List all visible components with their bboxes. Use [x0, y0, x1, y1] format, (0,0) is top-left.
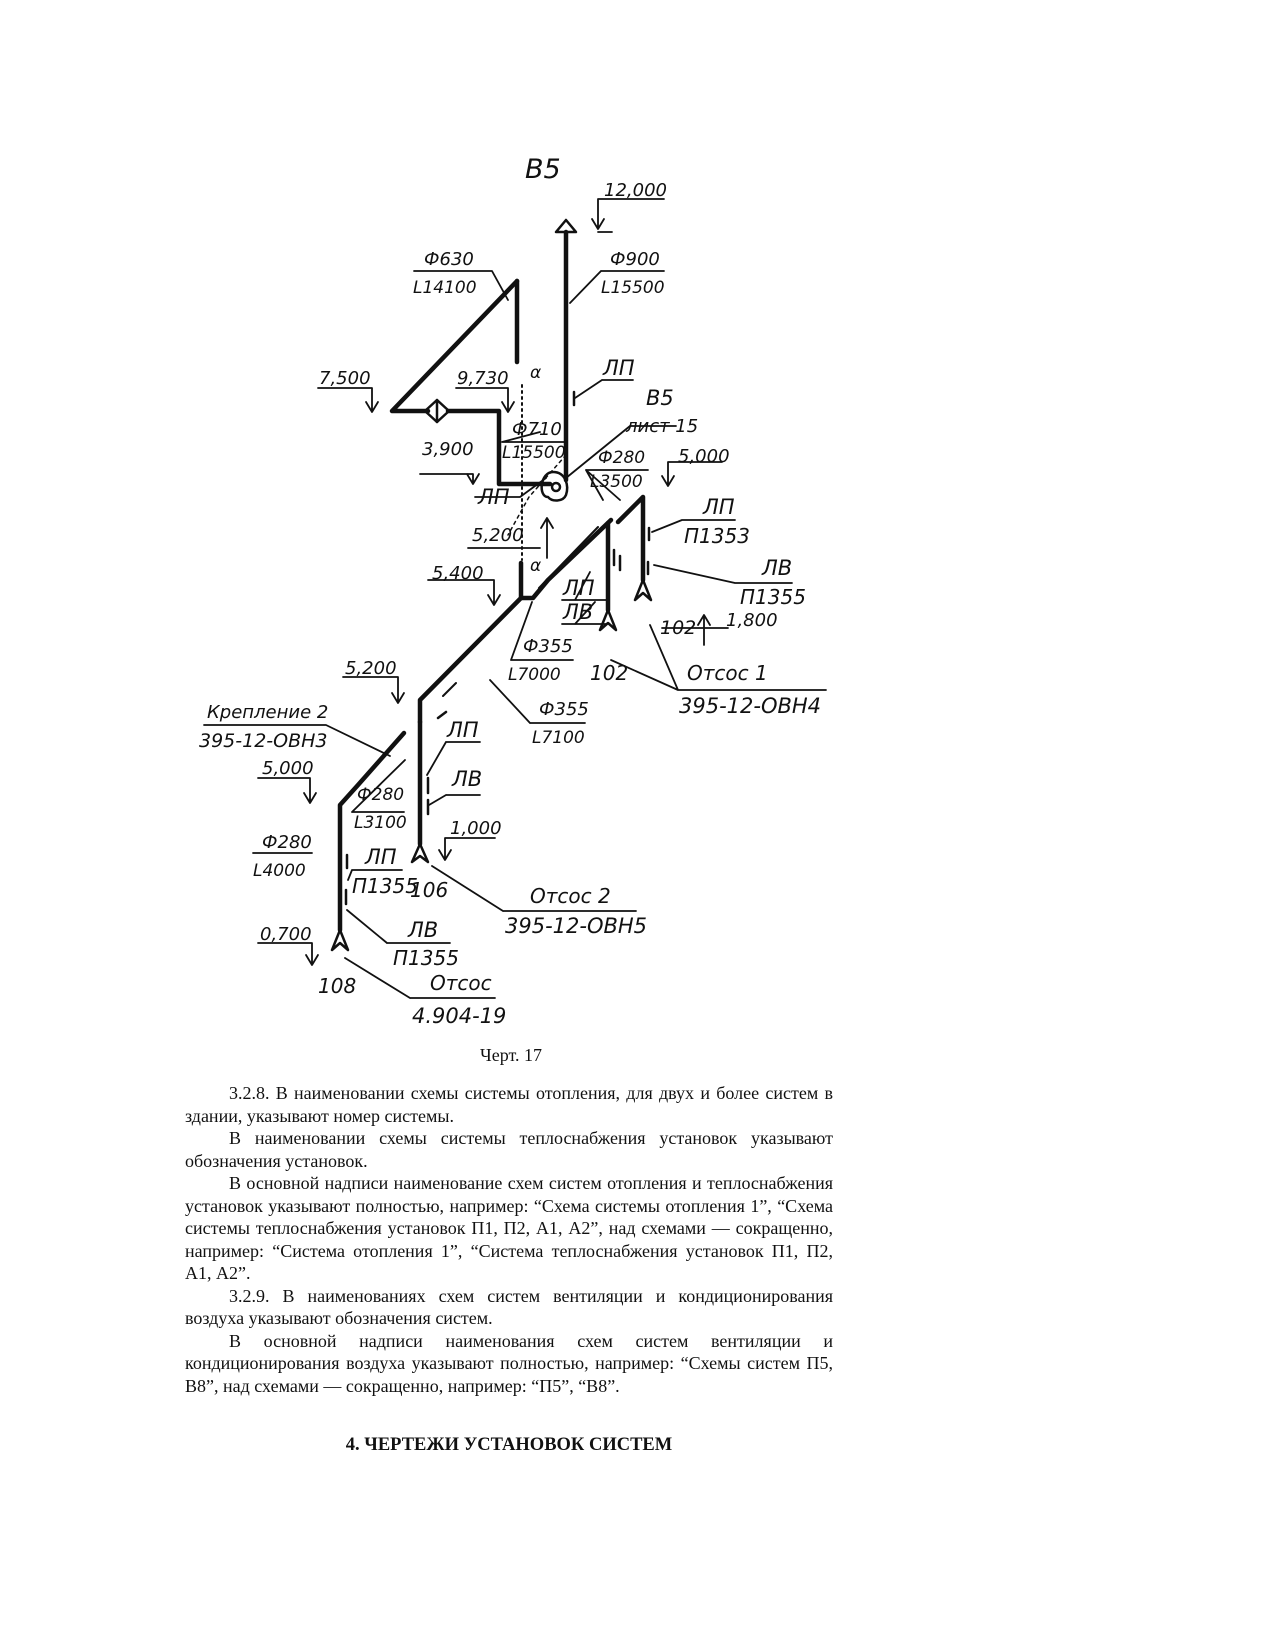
section-heading: 4. ЧЕРТЕЖИ УСТАНОВОК СИСТЕМ: [345, 1435, 673, 1455]
elevation-label: 0,700: [260, 924, 312, 945]
length-label: L7100: [532, 728, 585, 748]
intake-icon: [633, 578, 653, 602]
figure-caption: Черт. 17: [480, 1045, 542, 1065]
node-number-label: 102: [660, 617, 696, 639]
part-code-label: П1355: [352, 874, 418, 898]
duct-lines: [337, 229, 646, 933]
node-number-label: 108: [318, 974, 356, 998]
system-title: В5: [525, 154, 561, 185]
exhaust-label: Отсос: [430, 971, 492, 995]
elevation-label: 1,800: [726, 610, 778, 631]
leader-lines: [203, 198, 827, 999]
diameter-label: Ф280: [262, 832, 312, 853]
exhaust-code-label: 4.904-19: [412, 1004, 506, 1028]
elevation-label: 9,730: [457, 368, 509, 389]
valve-label: ЛВ: [407, 918, 438, 942]
exhaust-code-label: 395-12-ОВН5: [505, 914, 647, 938]
duct-d710: [445, 408, 553, 487]
part-code-label: П1355: [740, 585, 806, 609]
length-label: L3100: [354, 813, 407, 833]
axis-label: α: [530, 556, 541, 576]
elevation-label: 3,900: [422, 439, 474, 460]
damper-icon: [423, 398, 451, 424]
elevation-label: 5,200: [345, 658, 397, 679]
elevation-label: 7,500: [319, 368, 371, 389]
exhaust-arrow-icon: [554, 218, 578, 234]
duct-d280-108: [337, 730, 407, 933]
valve-label: ЛП: [602, 356, 635, 380]
diameter-label: Ф280: [598, 448, 645, 468]
elevation-label: 5,000: [262, 758, 314, 779]
length-label: L4000: [253, 861, 306, 881]
ventilation-schematic: В5 12,000 Ф630 L14100 Ф900 L15500 ЛП 7,5…: [199, 154, 827, 1028]
valve-label: ЛВ: [562, 600, 593, 624]
duct-d355-lower: [417, 595, 524, 725]
diameter-label: Ф355: [523, 636, 573, 657]
valve-label: ЛП: [562, 576, 595, 600]
length-label: L15500: [502, 443, 566, 463]
paragraph: В основной надписи наименования схем сис…: [185, 1330, 833, 1396]
intake-icon: [598, 608, 618, 632]
length-label: L14100: [413, 278, 477, 298]
axis-diagonal: [507, 454, 567, 536]
diameter-label: Ф900: [610, 249, 660, 270]
valve-ticks: [344, 390, 651, 906]
elevation-label: 5,400: [432, 563, 484, 584]
length-label: L15500: [601, 278, 665, 298]
node-number-label: 106: [410, 878, 448, 902]
exhaust-label: Отсос 2: [530, 884, 611, 908]
diameter-label: Ф710: [512, 419, 562, 440]
duct-diagonal-edge: [442, 526, 599, 697]
duct-d280-upper: [615, 494, 646, 583]
drawing-labels: В5 12,000 Ф630 L14100 Ф900 L15500 ЛП 7,5…: [199, 154, 821, 1028]
duct-d630: [389, 278, 520, 414]
valve-label: ЛВ: [761, 556, 792, 580]
valve-label: ЛП: [702, 495, 735, 519]
elevation-label: 5,000: [678, 446, 730, 467]
part-code-label: П1355: [393, 946, 459, 970]
exhaust-code-label: 395-12-ОВН4: [679, 694, 821, 718]
diameter-label: Ф280: [357, 785, 404, 805]
fan-icon: [540, 470, 569, 502]
diameter-label: Ф355: [539, 699, 589, 720]
paragraph: 3.2.8. В наименовании схемы системы отоп…: [185, 1083, 833, 1126]
axis-label: α: [530, 363, 541, 383]
valve-label: ЛП: [364, 845, 397, 869]
paragraph: В наименовании схемы системы теплоснабже…: [185, 1128, 833, 1171]
diameter-label: Ф630: [424, 249, 474, 270]
paragraph: В основной надписи наименование схем сис…: [185, 1173, 833, 1283]
node-number-label: 102: [590, 661, 628, 685]
intake-icon: [330, 928, 350, 952]
valve-label: ЛП: [446, 718, 479, 742]
length-label: L3500: [590, 472, 643, 492]
mounting-label: Крепление 2: [207, 702, 328, 723]
duct-d355-main: [518, 517, 614, 601]
elevation-label: 1,000: [450, 818, 502, 839]
paragraph: 3.2.9. В наименованиях схем систем венти…: [185, 1285, 833, 1329]
body-text: 3.2.8. В наименовании схемы системы отоп…: [185, 1082, 833, 1397]
exhaust-label: Отсос 1: [687, 661, 768, 685]
valve-label: ЛП: [477, 485, 510, 509]
intake-icon: [410, 842, 430, 864]
reference-system-label: В5: [646, 386, 674, 410]
reference-sheet-label: лист 15: [625, 416, 698, 437]
elevation-label: 12,000: [604, 180, 667, 201]
valve-label: ЛВ: [451, 767, 482, 791]
elevation-label: 5,200: [472, 525, 524, 546]
part-code-label: П1353: [684, 524, 750, 548]
length-label: L7000: [508, 665, 561, 685]
mounting-code-label: 395-12-ОВН3: [199, 730, 328, 752]
